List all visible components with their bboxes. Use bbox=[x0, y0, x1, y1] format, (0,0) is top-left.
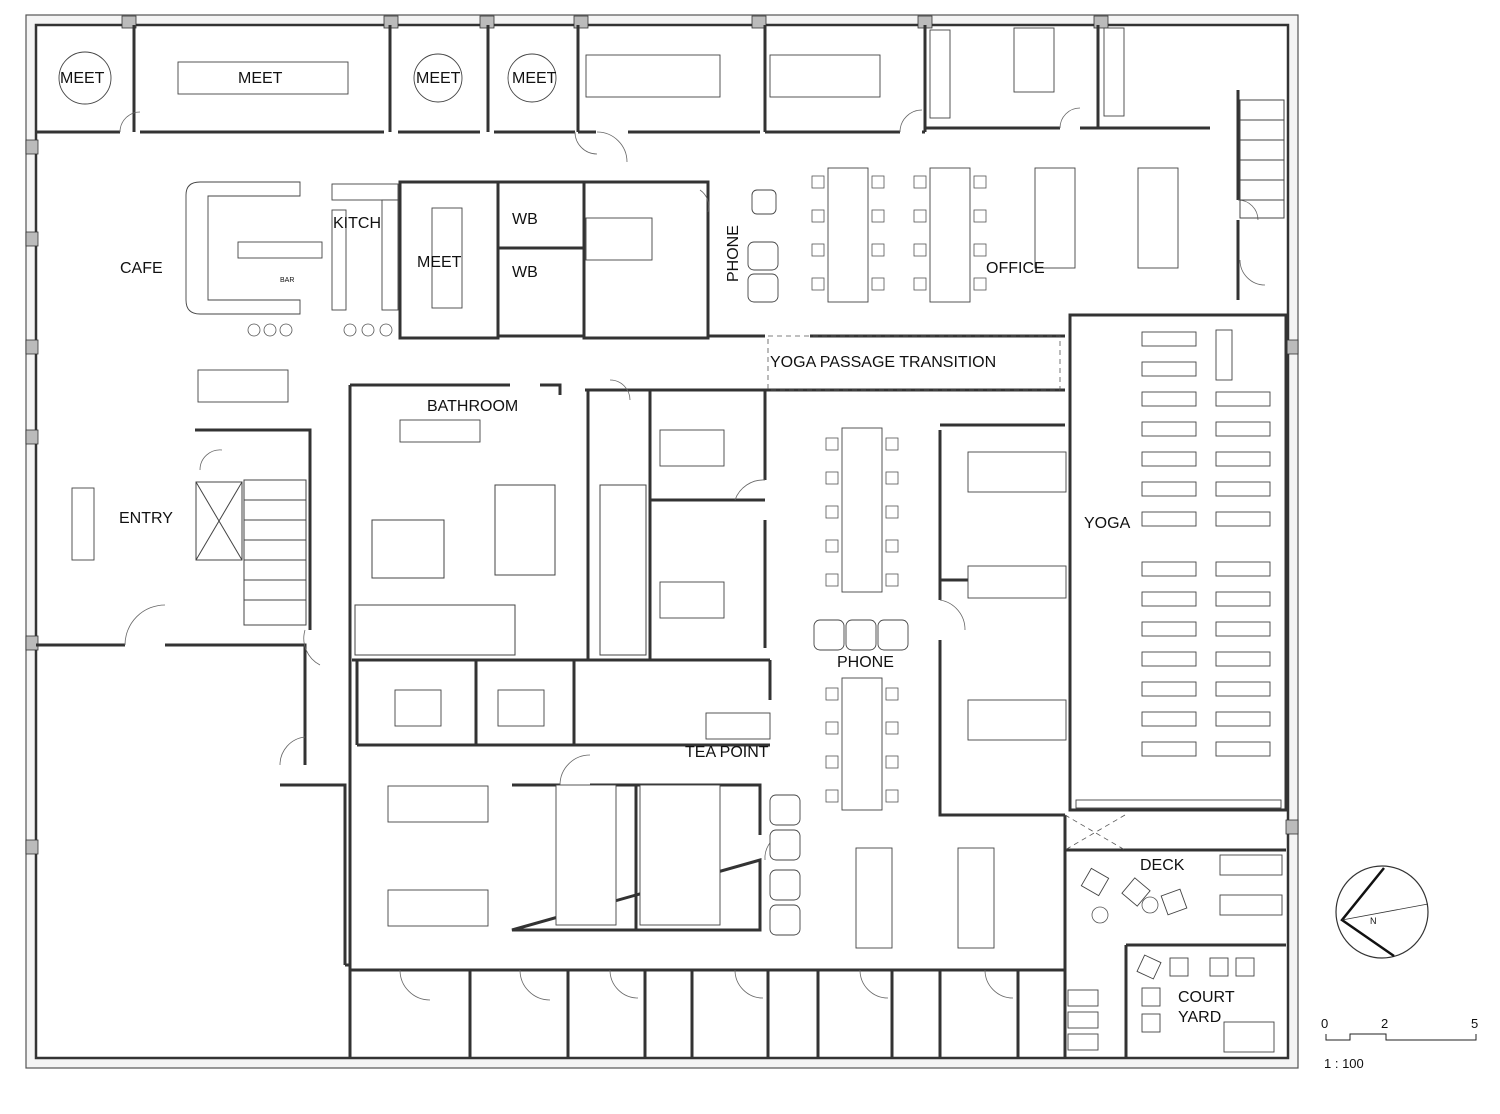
label-meet-4: MEET bbox=[512, 70, 557, 87]
label-wb-2: WB bbox=[512, 264, 538, 281]
yoga-mats bbox=[1075, 329, 1282, 809]
room-labels: MEET MEET MEET MEET CAFE KITCH BAR MEET … bbox=[60, 70, 1235, 1026]
label-tea-point: TEA POINT bbox=[685, 744, 769, 761]
label-yoga: YOGA bbox=[1084, 515, 1131, 532]
label-meet-5: MEET bbox=[417, 254, 462, 271]
label-meet-2: MEET bbox=[238, 70, 283, 87]
label-entry: ENTRY bbox=[119, 510, 173, 527]
label-kitch: KITCH bbox=[333, 215, 381, 232]
deck-courtyard-furniture bbox=[1067, 854, 1283, 1053]
compass-north-label: N bbox=[1370, 916, 1377, 926]
label-phone-1: PHONE bbox=[725, 225, 742, 282]
stairs bbox=[195, 99, 1285, 626]
label-yoga-passage: YOGA PASSAGE TRANSITION bbox=[770, 354, 996, 371]
label-deck: DECK bbox=[1140, 857, 1185, 874]
yoga-passage-outline bbox=[767, 335, 1126, 851]
label-yard: YARD bbox=[1178, 1009, 1221, 1026]
door-swings bbox=[119, 107, 1266, 1001]
bathroom-fixtures bbox=[354, 419, 647, 656]
scale-tick-0: 0 bbox=[1321, 1016, 1328, 1031]
label-cafe: CAFE bbox=[120, 260, 163, 277]
compass-axis bbox=[1341, 903, 1429, 921]
label-meet-1: MEET bbox=[60, 70, 105, 87]
phone-booths bbox=[747, 189, 909, 936]
scale-bar: 0 2 5 1 : 100 bbox=[1321, 1016, 1478, 1071]
scale-ratio: 1 : 100 bbox=[1324, 1056, 1364, 1071]
label-bar: BAR bbox=[280, 277, 294, 284]
interior-walls bbox=[36, 25, 1288, 1058]
label-meet-3: MEET bbox=[416, 70, 461, 87]
north-arrow: N bbox=[1335, 865, 1429, 959]
meeting-furniture bbox=[58, 51, 557, 403]
label-court: COURT bbox=[1178, 989, 1235, 1006]
scale-tick-5: 5 bbox=[1471, 1016, 1478, 1031]
office-desks bbox=[71, 27, 1179, 949]
chairs bbox=[811, 175, 987, 803]
label-bathroom: BATHROOM bbox=[427, 398, 518, 415]
compass-circle bbox=[1335, 865, 1429, 959]
label-phone-2: PHONE bbox=[837, 654, 894, 671]
label-office: OFFICE bbox=[986, 260, 1045, 277]
label-wb-1: WB bbox=[512, 211, 538, 228]
kitchen-bar bbox=[185, 181, 399, 337]
scale-tick-2: 2 bbox=[1381, 1016, 1388, 1031]
scale-bar-line bbox=[1325, 1033, 1477, 1041]
